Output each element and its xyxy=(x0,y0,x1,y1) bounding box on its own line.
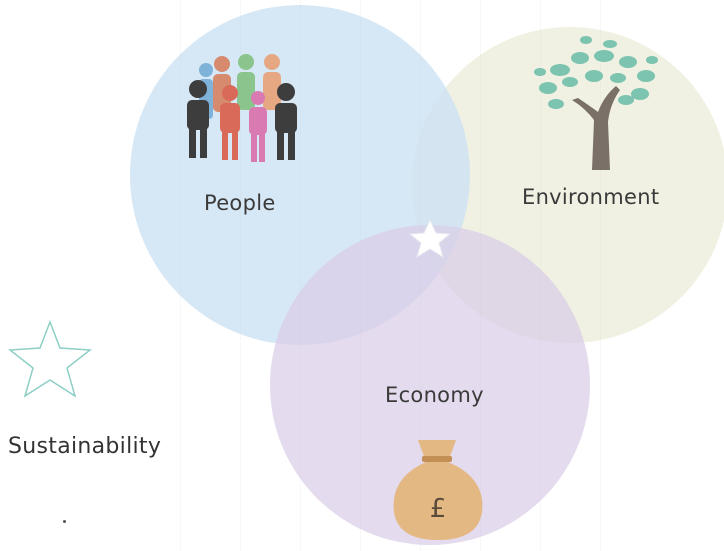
label-people: People xyxy=(204,191,276,215)
star-outline-icon xyxy=(7,319,93,398)
money-bag-icon: £ xyxy=(393,440,483,540)
currency-symbol: £ xyxy=(430,494,447,524)
people-group-icon xyxy=(187,54,297,162)
label-economy: Economy xyxy=(385,383,484,407)
legend-label: Sustainability xyxy=(8,434,162,459)
label-environment: Environment xyxy=(522,185,660,209)
star-icon xyxy=(408,218,452,259)
tree-icon xyxy=(534,36,658,170)
stray-dot xyxy=(63,520,66,523)
